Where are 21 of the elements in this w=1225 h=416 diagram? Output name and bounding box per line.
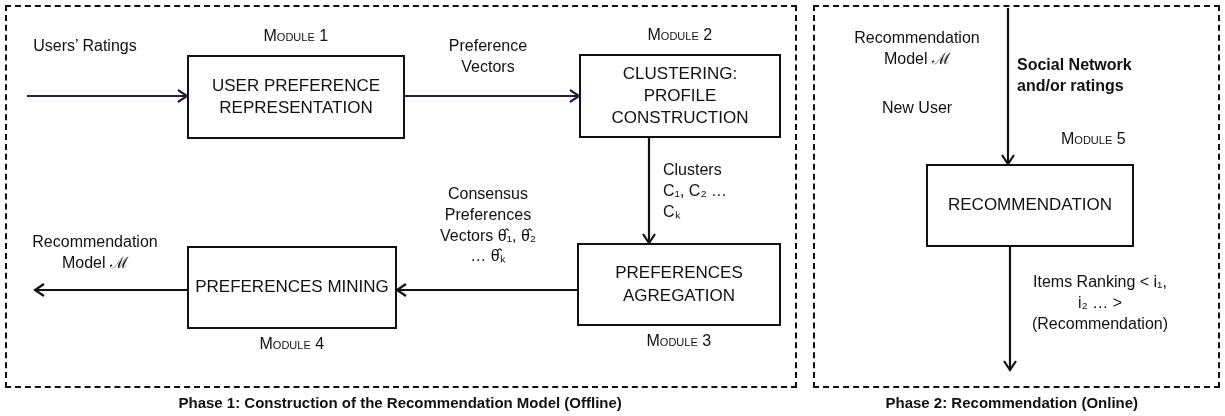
module-label: Module 2 <box>647 26 713 44</box>
module-label: Module 5 <box>1061 130 1126 148</box>
module-label: Module 1 <box>263 27 329 45</box>
panel-title: Phase 1: Construction of the Recommendation Model (Offline) <box>178 394 622 411</box>
arrow <box>1002 247 1018 372</box>
note-text: New User <box>880 98 954 118</box>
note-text: Recommendation Model ℳ <box>853 28 981 69</box>
arrow <box>27 88 189 104</box>
module-label: Module 3 <box>646 332 712 350</box>
edge-label: Items Ranking < i₁, i₂ … > (Recommendation) <box>1030 272 1170 335</box>
process-box: USER PREFERENCE REPRESENTATION <box>187 55 405 139</box>
arrow <box>33 282 187 298</box>
process-box: RECOMMENDATION <box>926 164 1134 247</box>
process-box: PREFERENCES MINING <box>187 246 397 329</box>
arrow <box>1000 8 1016 166</box>
arrow <box>641 138 657 245</box>
module-label: Module 4 <box>259 335 325 353</box>
arrow <box>405 88 581 104</box>
process-box: PREFERENCES AGREGATION <box>577 243 781 326</box>
panel-title: Phase 2: Recommendation (Online) <box>885 394 1139 411</box>
process-box: CLUSTERING: PROFILE CONSTRUCTION <box>579 54 781 138</box>
